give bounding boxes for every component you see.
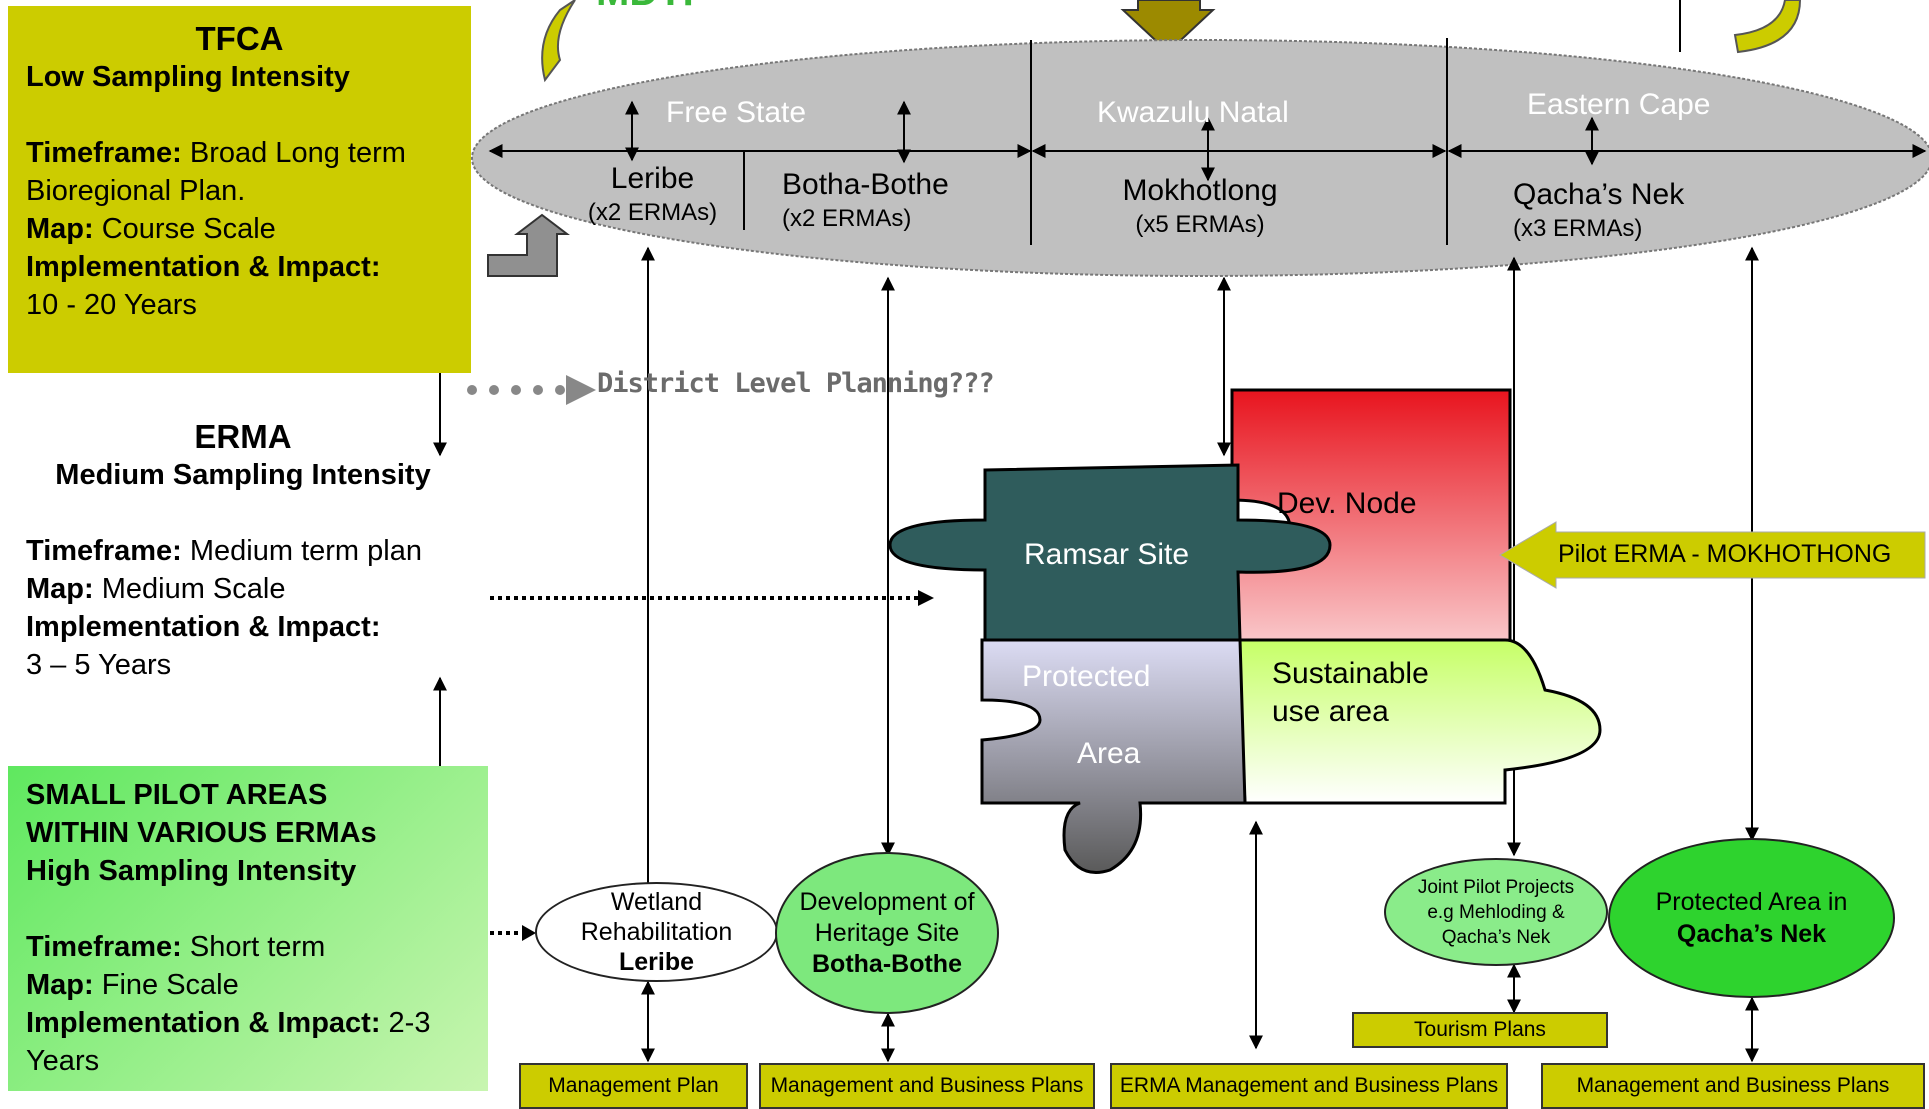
pilot-erma-label: Pilot ERMA - MOKHOTHONG: [1558, 540, 1892, 568]
heritage-line-1: Development of: [799, 887, 975, 916]
down-arrow-icon: [1120, 0, 1216, 54]
tfca-map: Map: Course Scale: [26, 213, 276, 245]
wetland-line-1: Wetland: [610, 888, 703, 916]
plan-erma-mgmt: ERMA Management and Business Plans: [1110, 1063, 1508, 1109]
sustainable-label-2: use area: [1272, 695, 1389, 728]
region-mokhotlong: Mokhotlong (x5 ERMAs): [1100, 174, 1300, 242]
erma-impl-label: Implementation & Impact:: [26, 611, 381, 643]
sustainable-label-1: Sustainable: [1272, 657, 1429, 690]
plan-management: Management Plan: [519, 1063, 748, 1109]
pilot-title-line-3: High Sampling Intensity: [26, 855, 357, 887]
erma-box: ERMA Medium Sampling Intensity Timeframe…: [8, 418, 478, 684]
region-qachas-nek: Qacha’s Nek (x3 ERMAs): [1513, 178, 1713, 246]
tfca-impl-value: 10 - 20 Years: [26, 289, 197, 321]
protected-piece: [980, 638, 1247, 874]
heritage-line-3: Botha-Bothe: [812, 949, 962, 978]
region-leribe-count: (x2 ERMAs): [587, 199, 718, 226]
curved-arrow-left-icon: [541, 0, 576, 83]
provinces-ellipse: [471, 39, 1929, 277]
pilot-impl: Implementation & Impact: 2-3 Years: [26, 1007, 431, 1077]
district-dotted-arrow: [467, 375, 596, 405]
ramsar-piece: [888, 463, 1332, 642]
region-mokhotlong-name: Mokhotlong: [1122, 174, 1278, 207]
tfca-impl-label: Implementation & Impact:: [26, 251, 381, 283]
plan-mgmt-business-1: Management and Business Plans: [759, 1063, 1095, 1109]
region-botha-bothe-count: (x2 ERMAs): [782, 205, 912, 232]
region-qachas-nek-name: Qacha’s Nek: [1513, 178, 1685, 211]
region-leribe-name: Leribe: [610, 162, 695, 195]
pilot-title-line-2: WITHIN VARIOUS ERMAs: [26, 817, 377, 849]
ramsar-label: Ramsar Site: [1024, 538, 1190, 571]
heritage-line-2: Heritage Site: [814, 918, 960, 947]
region-leribe: Leribe (x2 ERMAs): [585, 162, 720, 230]
dev-node-label: Dev. Node: [1277, 487, 1417, 520]
wetland-line-3: Leribe: [618, 948, 695, 976]
region-botha-bothe: Botha-Bothe (x2 ERMAs): [782, 168, 982, 236]
protected-line-1: Protected Area in: [1655, 888, 1848, 916]
tfca-title: TFCA: [195, 20, 284, 57]
protected-label-1: Protected: [1022, 660, 1151, 693]
state-kwazulu-natal: Kwazulu Natal: [1097, 96, 1289, 129]
protected-label-2: Area: [1077, 737, 1141, 770]
tfca-subtitle: Low Sampling Intensity: [26, 61, 350, 93]
erma-impl-value: 3 – 5 Years: [26, 649, 172, 681]
plan-tourism: Tourism Plans: [1352, 1012, 1608, 1048]
pilot-areas-box: SMALL PILOT AREAS WITHIN VARIOUS ERMAs H…: [8, 766, 488, 1091]
region-botha-bothe-name: Botha-Bothe: [782, 168, 949, 201]
pilot-map: Map: Fine Scale: [26, 969, 239, 1001]
top-fragment-text: MDTP: [596, 0, 709, 15]
protected-area-oval: Protected Area in Qacha’s Nek: [1608, 838, 1895, 998]
tfca-timeframe: Timeframe: Broad Long term Bioregional P…: [26, 137, 406, 207]
joint-line-2: e.g Mehloding &: [1427, 901, 1565, 923]
state-free-state: Free State: [666, 96, 807, 129]
pilot-erma-arrow: [1499, 521, 1926, 589]
region-mokhotlong-count: (x5 ERMAs): [1135, 211, 1265, 238]
joint-line-1: Joint Pilot Projects: [1417, 876, 1575, 898]
protected-line-2: Qacha’s Nek: [1676, 920, 1827, 948]
tfca-box: TFCA Low Sampling Intensity Timeframe: B…: [8, 6, 471, 373]
joint-pilot-oval: Joint Pilot Projects e.g Mehloding & Qac…: [1384, 858, 1608, 966]
region-qachas-nek-count: (x3 ERMAs): [1513, 215, 1643, 242]
joint-line-3: Qacha’s Nek: [1441, 926, 1551, 948]
erma-map: Map: Medium Scale: [26, 573, 286, 605]
state-eastern-cape: Eastern Cape: [1527, 88, 1711, 121]
wetland-oval: Wetland Rehabilitation Leribe: [535, 882, 778, 982]
erma-title: ERMA: [194, 418, 292, 455]
bent-arrow-icon: [487, 213, 570, 277]
district-planning-label: District Level Planning???: [597, 368, 995, 399]
erma-subtitle: Medium Sampling Intensity: [55, 459, 431, 491]
curved-arrow-right-icon: [1733, 0, 1802, 54]
erma-timeframe: Timeframe: Medium term plan: [26, 535, 422, 567]
wetland-line-2: Rehabilitation: [580, 918, 733, 946]
heritage-oval: Development of Heritage Site Botha-Bothe: [775, 852, 999, 1014]
pilot-timeframe: Timeframe: Short term: [26, 931, 326, 963]
pilot-title-line-1: SMALL PILOT AREAS: [26, 779, 328, 811]
plan-mgmt-business-2: Management and Business Plans: [1541, 1063, 1925, 1109]
